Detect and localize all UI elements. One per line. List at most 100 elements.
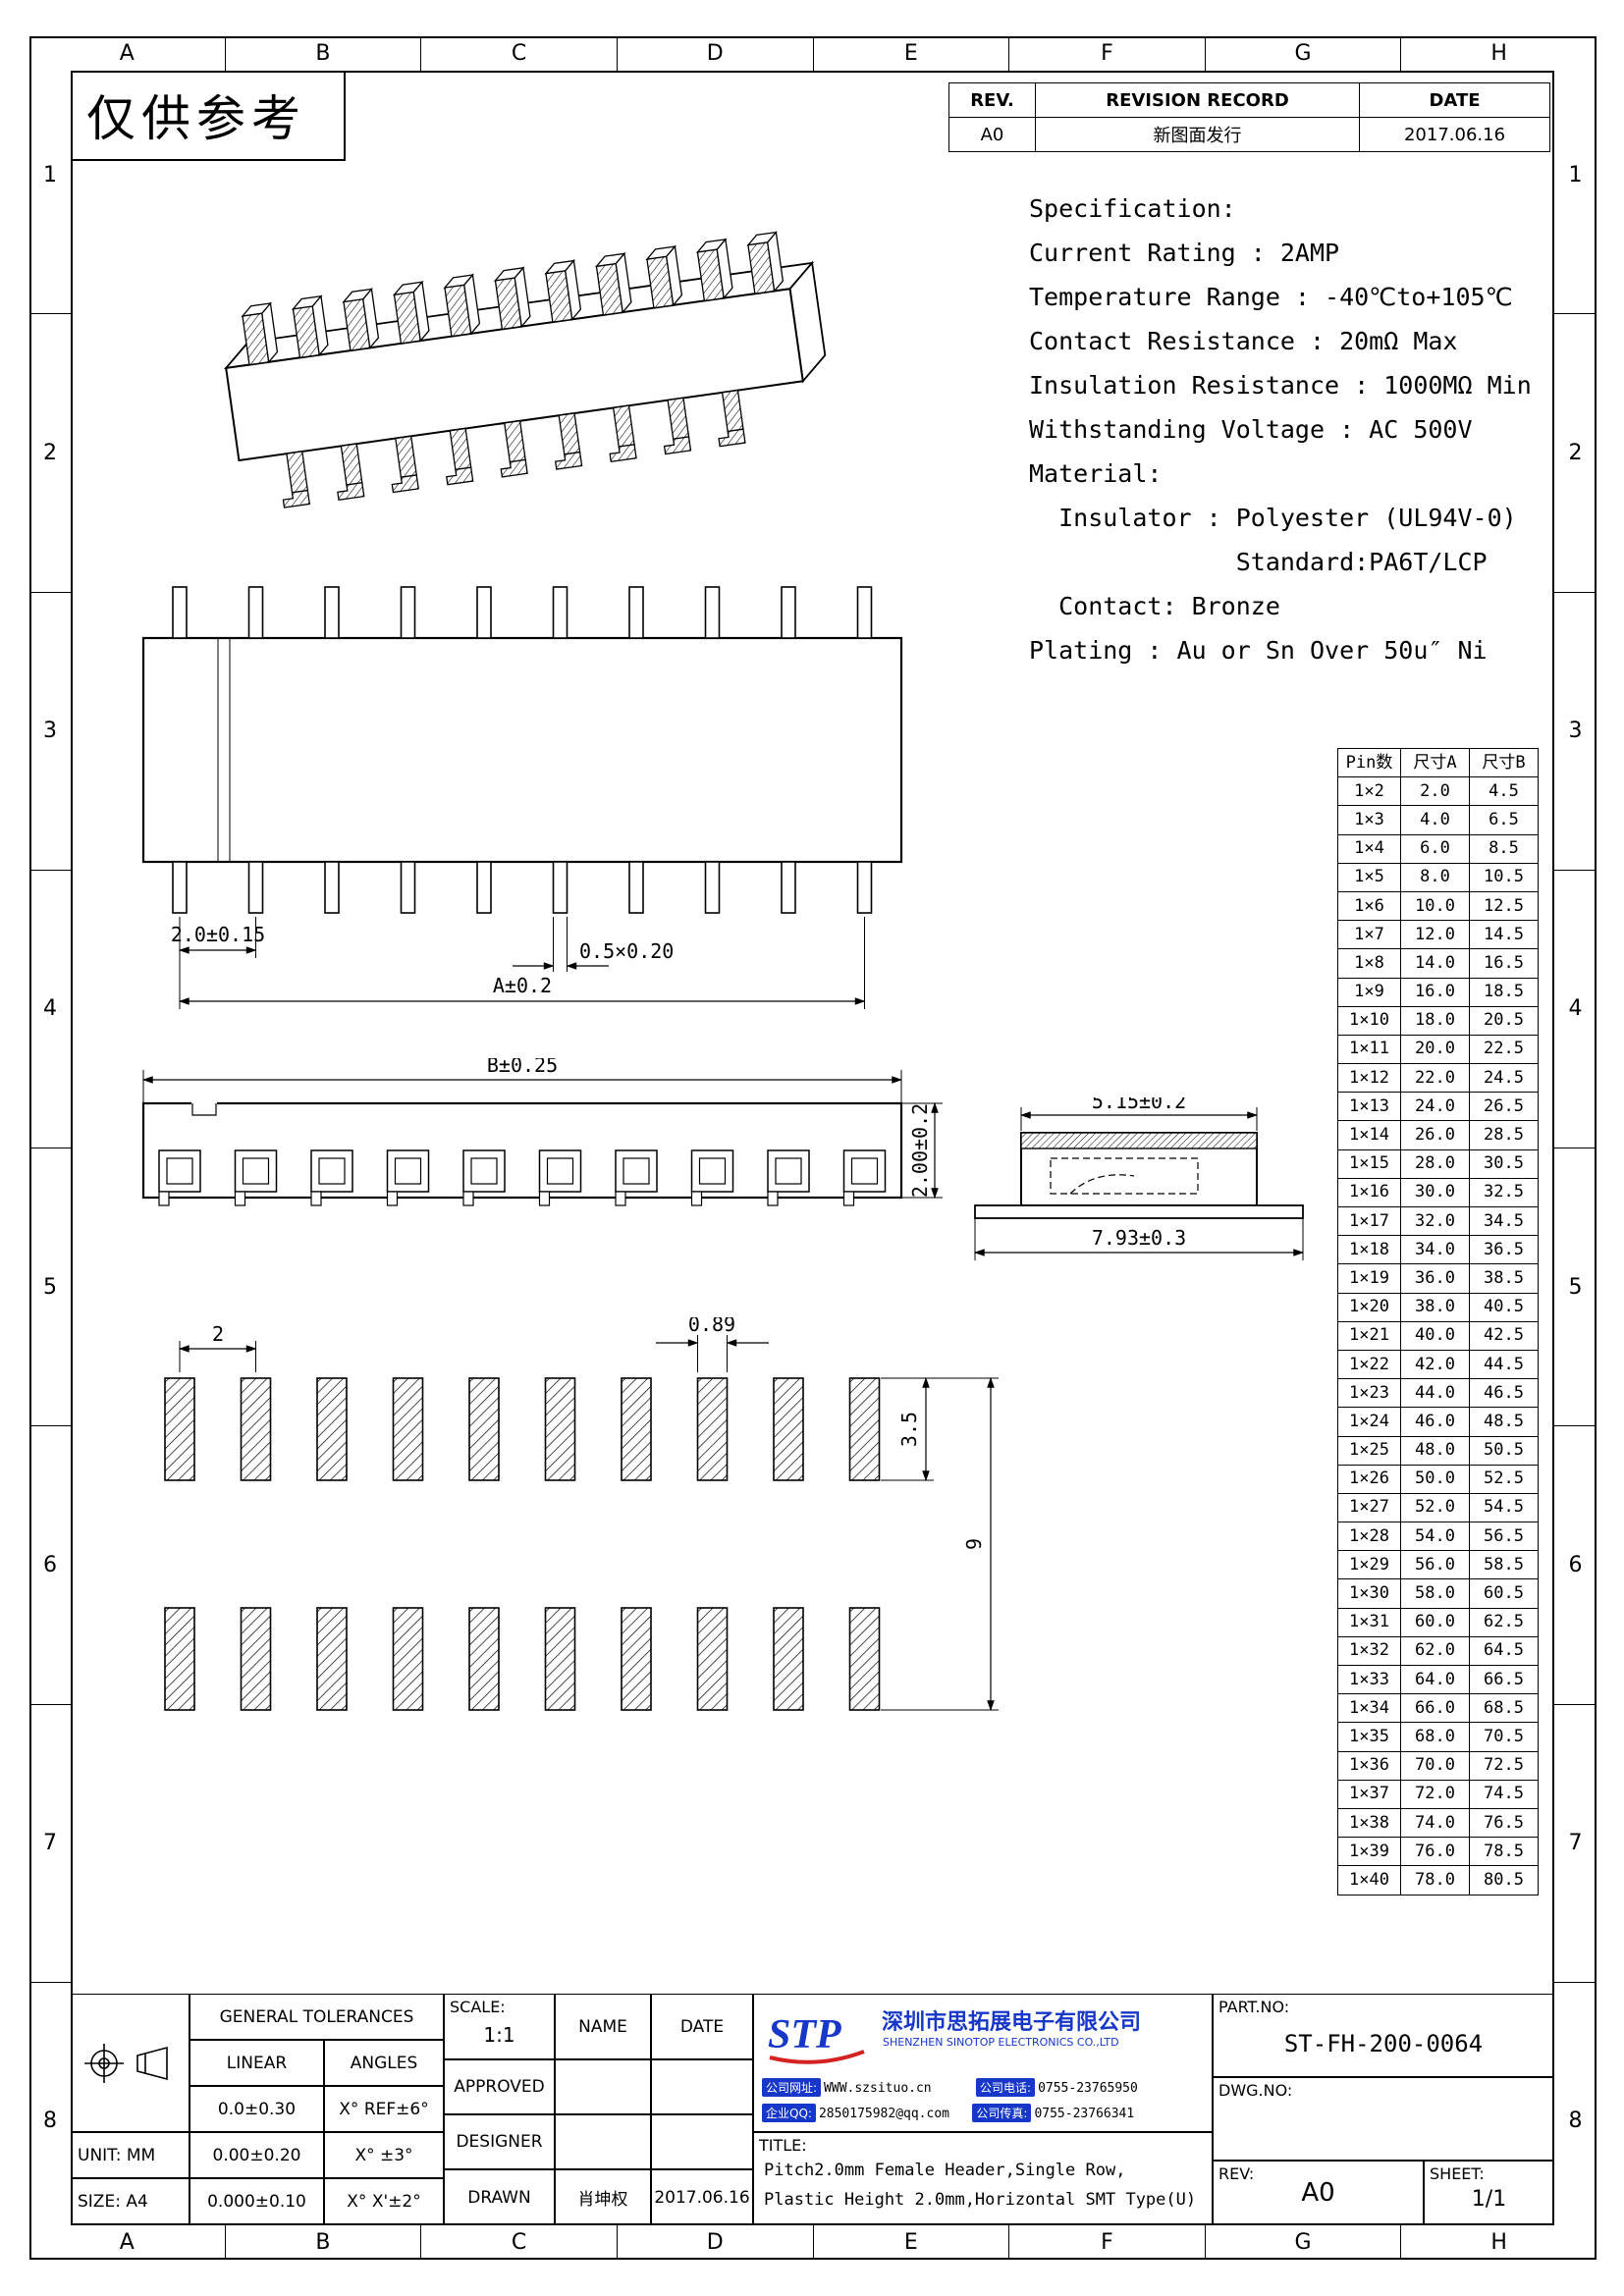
- unit-cell: UNIT: MM: [71, 2132, 189, 2178]
- table-cell: 1×16: [1337, 1177, 1401, 1208]
- table-cell: 60.5: [1469, 1578, 1539, 1609]
- drawn-name-cell: 肖坤权: [555, 2169, 651, 2225]
- spec-line: Specification:: [1029, 194, 1236, 223]
- grid-label: H: [1490, 2230, 1507, 2255]
- size-label: SIZE: A4: [78, 2192, 148, 2212]
- table-cell: 60.0: [1400, 1607, 1470, 1637]
- name-header-cell: NAME: [555, 1994, 651, 2059]
- grid-label: 8: [43, 2109, 57, 2134]
- web-value: WWW.szsituo.cn: [824, 2081, 932, 2096]
- dwg-no-label: DWG.NO:: [1218, 2081, 1293, 2100]
- dim-pad-width-text: 0.89: [688, 1317, 735, 1336]
- table-cell: 1×20: [1337, 1292, 1401, 1322]
- rev-header: REV.: [948, 82, 1036, 118]
- tolerance-value: 0.000±0.10: [207, 2192, 306, 2212]
- grid-label: C: [421, 36, 618, 71]
- table-cell: 22.0: [1400, 1063, 1470, 1094]
- title-cell: TITLE: Pitch2.0mm Female Header,Single R…: [753, 2132, 1213, 2225]
- scale-value: 1:1: [483, 2022, 515, 2047]
- scale-label: SCALE:: [450, 1998, 506, 2016]
- grid-label: A: [29, 2225, 226, 2260]
- side-view-drawing: 5.15±0.2 7.93±0.3: [973, 1097, 1305, 1260]
- pcb-seating-plane: [974, 1204, 1304, 1219]
- tolerance-value: X° REF±6°: [339, 2099, 429, 2119]
- table-cell: 1×5: [1337, 862, 1401, 892]
- table-cell: 44.5: [1469, 1349, 1539, 1380]
- grid-label: D: [618, 2225, 814, 2260]
- table-cell: 70.5: [1469, 1722, 1539, 1752]
- tolerance-value: 0.00±0.20: [212, 2145, 301, 2165]
- table-cell: 32.0: [1400, 1205, 1470, 1237]
- table-cell: 76.5: [1469, 1807, 1539, 1839]
- table-cell: 1×7: [1337, 920, 1401, 950]
- dim-pad-span-text: 9: [962, 1538, 986, 1550]
- fax-value: 0755-23766341: [1034, 2107, 1135, 2121]
- table-cell: 40.5: [1469, 1292, 1539, 1322]
- approved-name-cell: [555, 2059, 651, 2114]
- grid-label: 1: [1554, 36, 1597, 315]
- rev-value: A0: [1301, 2178, 1335, 2208]
- grid-label: E: [814, 36, 1010, 71]
- drawing-title-line2: Plastic Height 2.0mm,Horizontal SMT Type…: [764, 2190, 1197, 2210]
- table-cell: 78.5: [1469, 1837, 1539, 1867]
- table-cell: 1×19: [1337, 1263, 1401, 1294]
- revision-header-row: REV. REVISION RECORD DATE: [948, 82, 1550, 118]
- bottom-view-drawing: B±0.25 2.00±0.2: [141, 1058, 943, 1206]
- table-cell: 76.0: [1400, 1837, 1470, 1867]
- spec-line: Temperature Range : -40℃to+105℃: [1029, 283, 1513, 311]
- date-header-label: DATE: [679, 2016, 725, 2037]
- angles-label: ANGLES: [350, 2053, 418, 2073]
- approved-label: APPROVED: [454, 2077, 545, 2097]
- table-cell: 1×17: [1337, 1205, 1401, 1237]
- angles-header: ANGLES: [324, 2040, 444, 2086]
- table-cell: 10.0: [1400, 890, 1470, 922]
- stp-logo-icon: STP: [768, 2012, 865, 2064]
- table-cell: 52.0: [1400, 1492, 1470, 1523]
- grid-label: A: [29, 36, 226, 71]
- company-contact-row-2: 企业QQ:2850175982@qq.com 公司传真:0755-2376634…: [762, 2103, 1134, 2122]
- reference-only-watermark: 仅供参考: [71, 71, 346, 161]
- linear-header: LINEAR: [189, 2040, 324, 2086]
- table-cell: 4.0: [1400, 805, 1470, 835]
- table-cell: 1×38: [1337, 1807, 1401, 1839]
- pin-table-header-row: Pin数 尺寸A 尺寸B: [1337, 747, 1539, 778]
- grid-label: 3: [1554, 593, 1597, 871]
- dim-side-overall-text: 7.93±0.3: [1092, 1226, 1186, 1250]
- dimension-side-width: 5.15±0.2: [1019, 1097, 1259, 1131]
- table-cell: 52.5: [1469, 1464, 1539, 1494]
- table-cell: 14.5: [1469, 920, 1539, 950]
- table-cell: 42.0: [1400, 1349, 1470, 1380]
- drawn-date-cell: 2017.06.16: [651, 2169, 753, 2225]
- side-view-hatch-band: [1020, 1132, 1258, 1149]
- table-cell: 66.5: [1469, 1664, 1539, 1695]
- table-cell: 1×15: [1337, 1148, 1401, 1179]
- table-cell: 1×13: [1337, 1092, 1401, 1122]
- front-view-drawing: 2.0±0.15 0.5×0.20 A±0.2: [141, 586, 903, 1009]
- company-name-cn: 深圳市思拓展电子有限公司: [882, 2010, 1142, 2035]
- dimension-pad-span: 9: [881, 1376, 999, 1712]
- table-cell: 1×9: [1337, 977, 1401, 1007]
- watermark-text: 仅供参考: [86, 90, 306, 147]
- tolerance-linear-3: 0.000±0.10: [189, 2178, 324, 2225]
- sheet-value: 1/1: [1471, 2186, 1507, 2212]
- table-cell: 1×28: [1337, 1522, 1401, 1552]
- size-cell: SIZE: A4: [71, 2178, 189, 2225]
- table-cell: 68.5: [1469, 1693, 1539, 1724]
- table-cell: 6.5: [1469, 805, 1539, 835]
- grid-label: B: [226, 2225, 422, 2260]
